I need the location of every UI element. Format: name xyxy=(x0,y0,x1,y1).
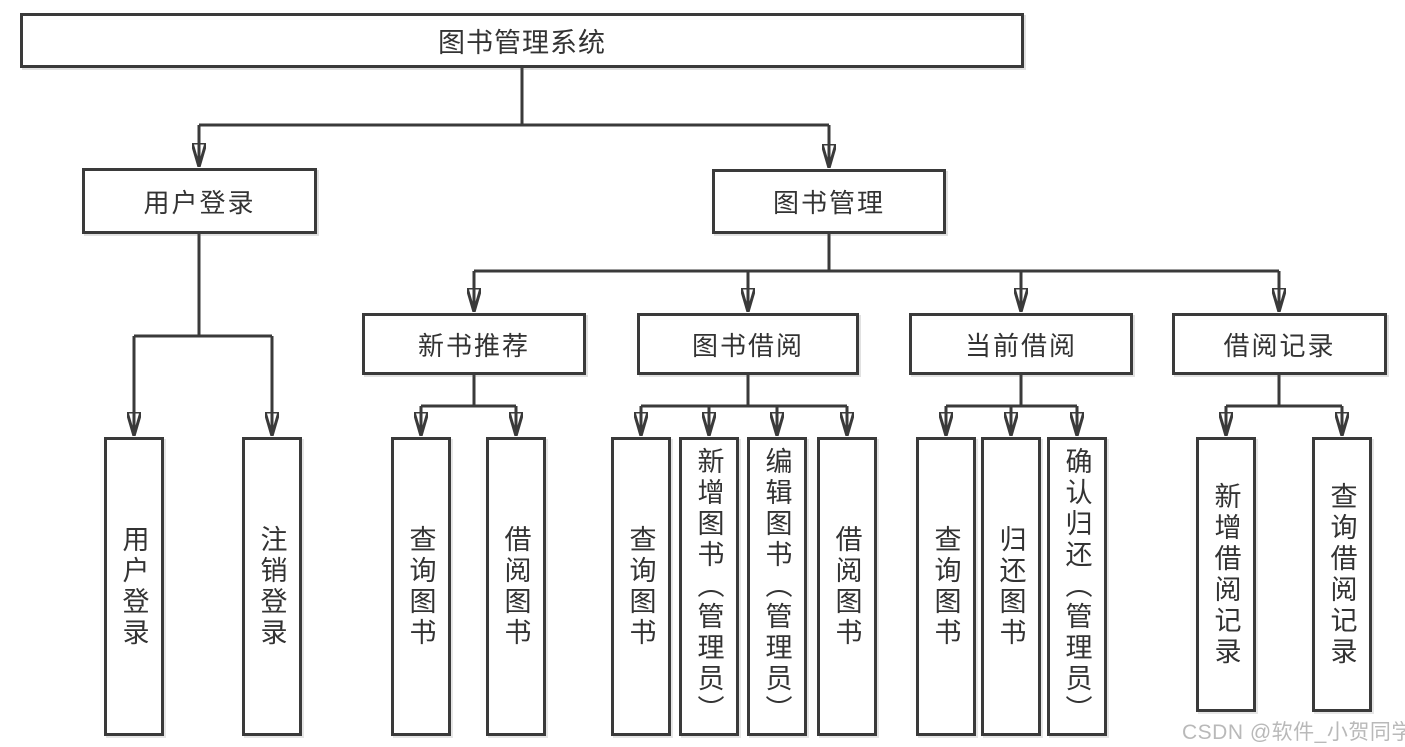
leaf-borrowing-query-book: 查询图书 xyxy=(611,437,671,736)
node-book-management: 图书管理 xyxy=(712,169,946,234)
leaf-current-return-book: 归还图书 xyxy=(981,437,1041,736)
watermark: CSDN @软件_小贺同学 xyxy=(1182,721,1405,744)
leaf-current-confirm-return: 确认归还（管理员） xyxy=(1047,437,1107,736)
leaf-logout: 注销登录 xyxy=(242,437,302,736)
node-book-borrowing: 图书借阅 xyxy=(637,313,859,375)
node-user-login: 用户登录 xyxy=(82,168,317,234)
leaf-records-query-record: 查询借阅记录 xyxy=(1312,437,1372,712)
node-new-book-recommendation: 新书推荐 xyxy=(362,313,586,375)
node-root: 图书管理系统 xyxy=(20,13,1024,68)
node-borrowing-records: 借阅记录 xyxy=(1172,313,1387,375)
leaf-recommend-borrow-book: 借阅图书 xyxy=(486,437,546,736)
leaf-borrowing-add-book: 新增图书（管理员） xyxy=(679,437,739,736)
node-current-borrowing: 当前借阅 xyxy=(909,313,1133,375)
leaf-recommend-query-book: 查询图书 xyxy=(391,437,451,736)
leaf-borrowing-edit-book: 编辑图书（管理员） xyxy=(747,437,807,736)
leaf-current-query-book: 查询图书 xyxy=(916,437,976,736)
leaf-records-add-record: 新增借阅记录 xyxy=(1196,437,1256,712)
leaf-user-login: 用户登录 xyxy=(104,437,164,736)
leaf-borrowing-borrow-book: 借阅图书 xyxy=(817,437,877,736)
